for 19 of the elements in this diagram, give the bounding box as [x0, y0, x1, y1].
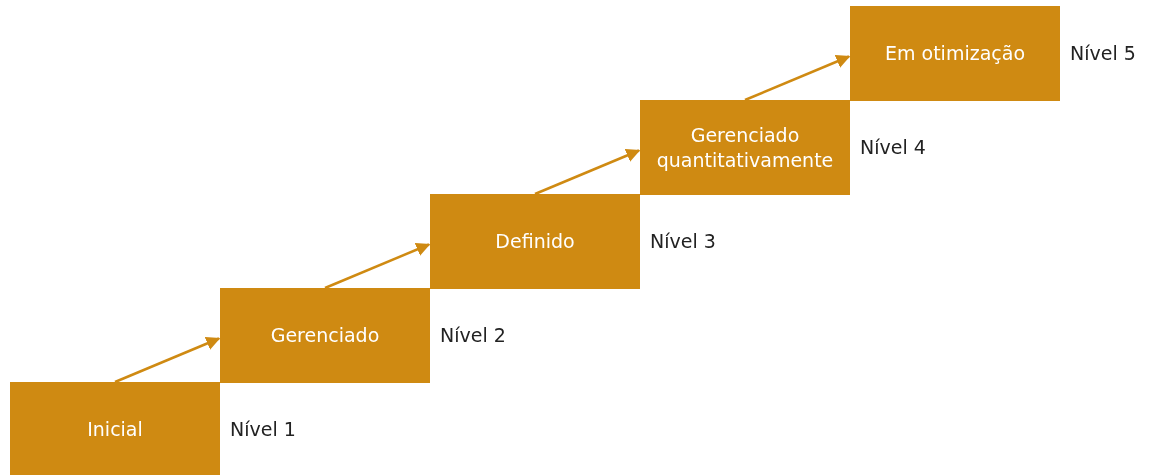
level-label: Nível 4	[860, 135, 926, 158]
level-name: Definido	[495, 229, 575, 254]
level-name: Gerenciado	[270, 323, 380, 348]
level-name: Inicial	[87, 417, 143, 442]
level-box	[850, 6, 1060, 101]
level-box	[10, 382, 220, 475]
level-label: Nível 5	[1070, 41, 1136, 64]
arrow	[114, 336, 221, 384]
level-name: Gerenciado quantitativamente	[655, 122, 835, 173]
arrow	[324, 242, 431, 290]
level-box	[430, 194, 640, 289]
level-name: Em otimização	[885, 41, 1025, 66]
level-label: Nível 1	[230, 417, 296, 440]
level-box	[640, 100, 850, 195]
level-box	[220, 288, 430, 383]
arrow	[744, 54, 851, 102]
arrow	[534, 148, 641, 196]
level-label: Nível 2	[440, 323, 506, 346]
level-label: Nível 3	[650, 229, 716, 252]
